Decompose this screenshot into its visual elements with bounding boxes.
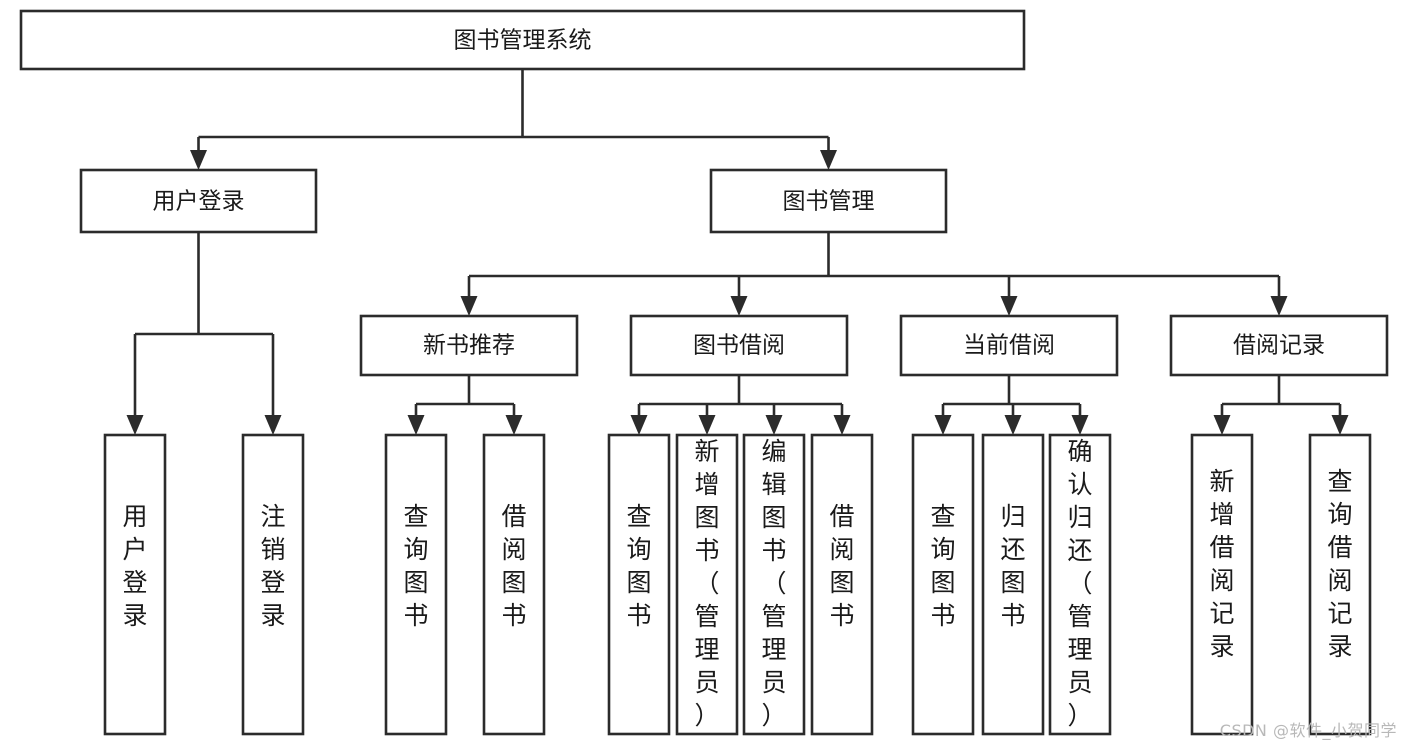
node-book-borrow-label: 图书借阅 (693, 333, 785, 359)
leaf-borrow-query-book-box[interactable] (607, 433, 671, 736)
node-user-login-label: 用户登录 (153, 189, 245, 215)
leaf-return-book-box[interactable] (981, 433, 1045, 736)
leaf-logout-box[interactable] (241, 433, 305, 736)
node-current-borrow[interactable]: 当前借阅 (899, 314, 1119, 377)
connector-layer (126, 69, 1349, 435)
arrow-head-current-return (1004, 415, 1022, 435)
node-root[interactable]: 图书管理系统 (19, 9, 1026, 71)
node-book-management-box[interactable] (709, 168, 948, 234)
csdn-watermark: CSDN @软件_小贺同学 (1219, 721, 1397, 740)
node-user-login[interactable]: 用户登录 (79, 168, 318, 234)
leaf-add-borrow-record-box[interactable] (1190, 433, 1254, 736)
arrow-head-borrow-query (630, 415, 648, 435)
leaf-new-borrow-book[interactable]: 借阅图书 (482, 433, 546, 736)
leaf-current-query-book[interactable]: 查询图书 (911, 433, 975, 736)
leaf-add-borrow-record[interactable]: 新增借阅记录 (1190, 433, 1254, 736)
leaf-new-query-book-box[interactable] (384, 433, 448, 736)
node-root-label: 图书管理系统 (454, 28, 592, 54)
leaf-logout[interactable]: 注销登录 (241, 433, 305, 736)
leaf-logout-label: 注销登录 (260, 502, 285, 630)
arrow-head-new-borrow (505, 415, 523, 435)
arrow-head-current-borrow (1000, 296, 1018, 316)
node-new-book-recommend-label: 新书推荐 (423, 333, 515, 359)
arrow-head-book-borrow (730, 296, 748, 316)
arrow-head-new-book (460, 296, 478, 316)
node-borrow-record[interactable]: 借阅记录 (1169, 314, 1389, 377)
arrow-head-current-query (934, 415, 952, 435)
leaf-user-login[interactable]: 用户登录 (103, 433, 167, 736)
arrow-head-borrow-add (698, 415, 716, 435)
arrow-head-borrow-record (1270, 296, 1288, 316)
leaf-user-login-label: 用户登录 (122, 502, 147, 630)
leaf-borrow-lend-book-box[interactable] (810, 433, 874, 736)
leaf-return-book[interactable]: 归还图书 (981, 433, 1045, 736)
node-root-box[interactable] (19, 9, 1026, 71)
leaf-new-query-book-label: 查询图书 (403, 502, 428, 630)
node-current-borrow-box[interactable] (899, 314, 1119, 377)
node-borrow-record-box[interactable] (1169, 314, 1389, 377)
arrow-head-current-confirm (1071, 415, 1089, 435)
leaf-edit-book-admin-label: 编辑图书（管理员） (761, 437, 786, 730)
leaf-add-book-admin[interactable]: 新增图书（管理员） (675, 433, 739, 736)
leaf-add-borrow-record-label: 新增借阅记录 (1209, 467, 1234, 661)
node-new-book-recommend[interactable]: 新书推荐 (359, 314, 579, 377)
arrow-head-borrow-edit (765, 415, 783, 435)
leaf-borrow-query-book-label: 查询图书 (626, 502, 651, 630)
arrow-head-user-login (190, 150, 207, 170)
leaf-edit-book-admin[interactable]: 编辑图书（管理员） (742, 433, 806, 736)
arrow-head-record-query (1331, 415, 1349, 435)
arrow-head-book-manage (820, 150, 837, 170)
leaf-confirm-return-admin-box[interactable] (1048, 433, 1112, 736)
leaf-new-query-book[interactable]: 查询图书 (384, 433, 448, 736)
leaf-query-borrow-record[interactable]: 查询借阅记录 (1308, 433, 1372, 736)
node-user-login-box[interactable] (79, 168, 318, 234)
leaf-add-book-admin-label: 新增图书（管理员） (694, 437, 719, 730)
leaf-borrow-lend-book[interactable]: 借阅图书 (810, 433, 874, 736)
leaf-query-borrow-record-box[interactable] (1308, 433, 1372, 736)
arrow-head-borrow-lend (833, 415, 851, 435)
node-book-management-label: 图书管理 (783, 189, 875, 215)
leaf-user-login-box[interactable] (103, 433, 167, 736)
leaf-query-borrow-record-label: 查询借阅记录 (1327, 467, 1352, 661)
node-book-management[interactable]: 图书管理 (709, 168, 948, 234)
leaf-current-query-book-box[interactable] (911, 433, 975, 736)
leaf-current-query-book-label: 查询图书 (930, 502, 955, 630)
node-new-book-recommend-box[interactable] (359, 314, 579, 377)
arrow-head-leaf-user-login (126, 415, 144, 435)
arrow-head-record-add (1213, 415, 1231, 435)
leaf-return-book-label: 归还图书 (1000, 502, 1025, 630)
leaf-borrow-query-book[interactable]: 查询图书 (607, 433, 671, 736)
arrow-head-leaf-logout (264, 415, 282, 435)
leaf-borrow-lend-book-label: 借阅图书 (829, 502, 854, 630)
leaf-edit-book-admin-box[interactable] (742, 433, 806, 736)
leaf-new-borrow-book-label: 借阅图书 (501, 502, 526, 630)
arrow-head-new-query (407, 415, 425, 435)
leaf-add-book-admin-box[interactable] (675, 433, 739, 736)
node-current-borrow-label: 当前借阅 (963, 333, 1055, 359)
node-borrow-record-label: 借阅记录 (1233, 333, 1325, 359)
leaf-confirm-return-admin-label: 确认归还（管理员） (1067, 437, 1092, 730)
leaf-new-borrow-book-box[interactable] (482, 433, 546, 736)
node-book-borrow-box[interactable] (629, 314, 849, 377)
leaf-confirm-return-admin[interactable]: 确认归还（管理员） (1048, 433, 1112, 736)
node-book-borrow[interactable]: 图书借阅 (629, 314, 849, 377)
